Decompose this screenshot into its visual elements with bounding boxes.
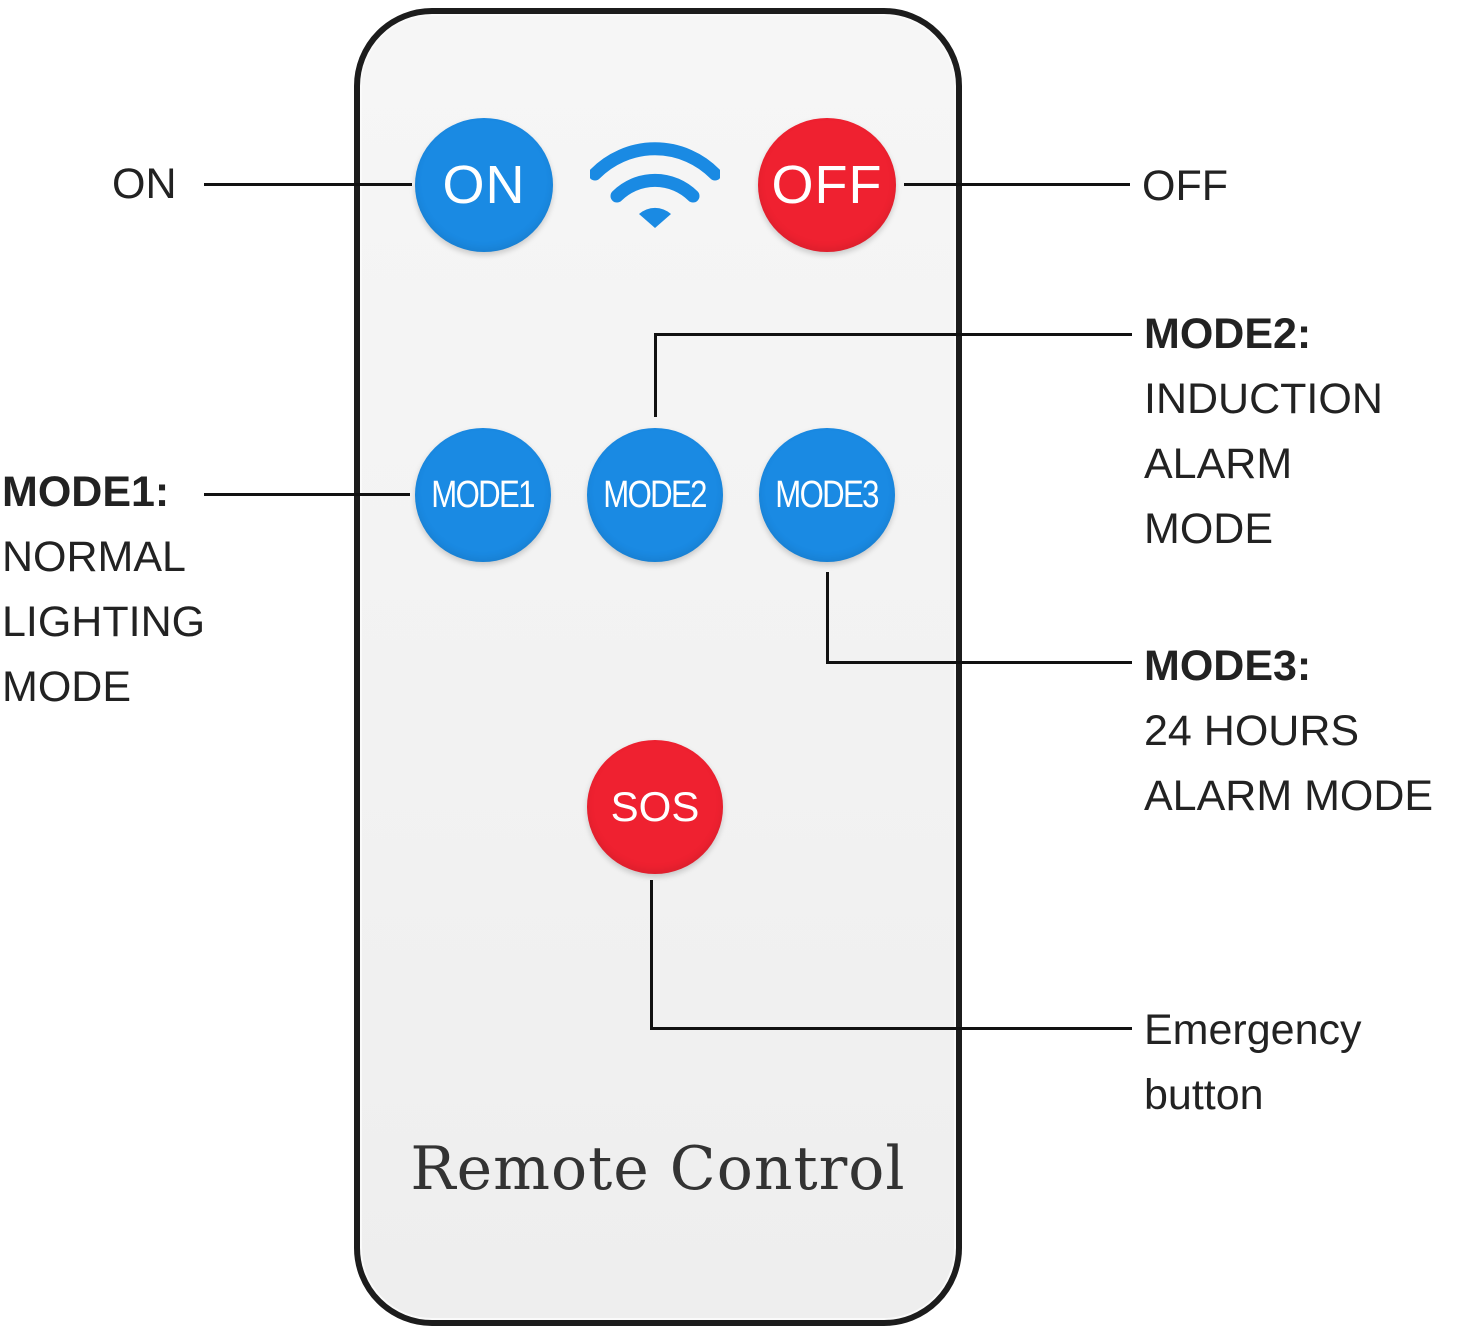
sos-leader-vertical: [650, 880, 653, 1030]
off-button[interactable]: OFF: [758, 118, 896, 252]
sos-button[interactable]: SOS: [587, 740, 723, 874]
mode3-callout-line: ALARM MODE: [1144, 772, 1434, 820]
mode2-leader-horizontal: [654, 333, 1132, 336]
mode3-callout-label: MODE3: 24 HOURS ALARM MODE: [1144, 634, 1433, 829]
on-button-label: ON: [442, 155, 526, 215]
mode3-button[interactable]: MODE3: [759, 428, 895, 562]
mode2-callout-line: INDUCTION: [1144, 375, 1383, 423]
on-callout-text: ON: [112, 160, 177, 208]
off-callout-label: OFF: [1142, 154, 1228, 219]
mode1-callout-line: MODE: [2, 663, 131, 711]
mode3-callout-heading: MODE3:: [1144, 642, 1312, 690]
mode1-callout-heading: MODE1:: [2, 468, 170, 516]
mode1-callout-line: NORMAL: [2, 533, 186, 581]
off-callout-text: OFF: [1142, 162, 1228, 210]
sos-callout-line: Emergency: [1144, 1006, 1362, 1054]
mode3-button-label: MODE3: [775, 473, 880, 516]
mode1-callout-label: MODE1: NORMAL LIGHTING MODE: [2, 460, 205, 720]
mode2-button-label: MODE2: [603, 473, 708, 516]
sos-callout-line: button: [1144, 1071, 1264, 1119]
on-leader-line: [204, 183, 412, 186]
sos-leader-horizontal: [650, 1027, 1132, 1030]
mode2-callout-label: MODE2: INDUCTION ALARM MODE: [1144, 302, 1383, 562]
mode1-callout-line: LIGHTING: [2, 598, 206, 646]
sos-callout-label: Emergency button: [1144, 998, 1361, 1128]
mode2-button[interactable]: MODE2: [587, 428, 723, 562]
mode2-callout-line: ALARM: [1144, 440, 1293, 488]
off-leader-line: [904, 183, 1130, 186]
sos-button-label: SOS: [610, 783, 700, 830]
mode2-leader-vertical: [654, 333, 657, 417]
wifi-icon: [590, 142, 720, 228]
on-button[interactable]: ON: [415, 118, 553, 252]
mode2-callout-heading: MODE2:: [1144, 310, 1312, 358]
off-button-label: OFF: [771, 155, 883, 215]
mode3-leader-horizontal: [826, 661, 1132, 664]
mode3-callout-line: 24 HOURS: [1144, 707, 1360, 755]
remote-title: Remote Control: [410, 1134, 906, 1204]
mode3-leader-vertical: [826, 572, 829, 664]
mode2-callout-line: MODE: [1144, 505, 1273, 553]
on-callout-label: ON: [112, 152, 177, 217]
mode1-button[interactable]: MODE1: [415, 428, 551, 562]
mode1-button-label: MODE1: [431, 473, 536, 516]
mode1-leader-line: [204, 493, 410, 496]
